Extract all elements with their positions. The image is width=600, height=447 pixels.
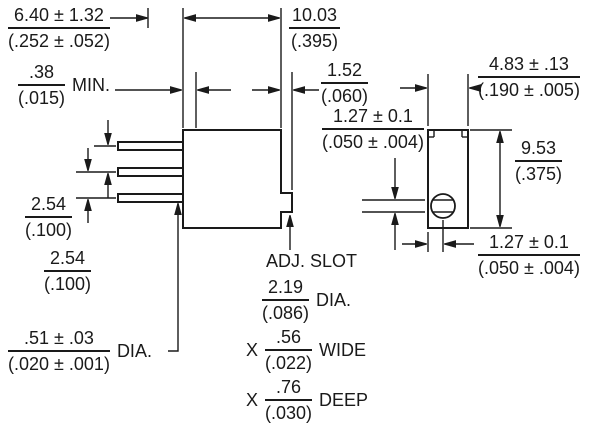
dim-inch: (.015) — [18, 88, 66, 109]
dim-mm: 2.54 — [25, 194, 73, 219]
dim-lines-body-width — [400, 74, 481, 126]
dim-slot-offset-front: 1.27 ± 0.1 (.050 ± .004) — [322, 106, 424, 152]
dim-inch: (.395) — [291, 31, 339, 52]
dim-pin-pitch-upper: 2.54 (.100) — [25, 194, 73, 241]
dim-slot-offset-side-value: 1.27 ± 0.1 (.050 ± .004) — [478, 232, 580, 278]
pin-middle — [117, 167, 184, 177]
dim-lines-slot-offset-front — [362, 158, 425, 250]
dia-label: DIA. — [316, 290, 352, 311]
dim-inch: (.100) — [44, 274, 92, 295]
pin-bottom — [117, 193, 184, 203]
dim-pin-pitch-lower-value: 2.54 (.100) — [44, 248, 92, 295]
dim-slot-depth: X .76 (.030) DEEP — [246, 377, 368, 423]
dim-mm: 1.27 ± 0.1 — [322, 106, 424, 131]
dim-tab-width: 1.52 (.060) — [321, 60, 369, 107]
dim-mm: .38 — [18, 62, 66, 87]
dim-slot-width: X .56 (.022) WIDE — [246, 327, 366, 373]
dia-label: DIA. — [116, 341, 152, 362]
dim-mm: 4.83 ± .13 — [478, 54, 580, 79]
dim-pin-pitch-lower: 2.54 (.100) — [44, 248, 92, 295]
dim-mm: 2.19 — [262, 277, 310, 302]
dim-inch: (.050 ± .004) — [478, 258, 580, 279]
dim-lines-body-length — [185, 8, 282, 128]
dim-body-length: 10.03 (.395) — [289, 5, 341, 52]
dim-inch: (.022) — [265, 353, 313, 374]
deep-label: DEEP — [319, 390, 369, 411]
dim-body-width: 4.83 ± .13 (.190 ± .005) — [478, 54, 580, 100]
dim-mm: .56 — [265, 327, 313, 352]
dim-inch: (.020 ± .001) — [8, 354, 110, 375]
dim-slot-diameter-value: 2.19 (.086) — [262, 277, 310, 324]
dim-inch: (.060) — [321, 86, 369, 107]
dim-pin-length-value: 6.40 ± 1.32 (.252 ± .052) — [8, 5, 110, 51]
pin-top — [117, 141, 184, 151]
dim-pin-pitch-upper-value: 2.54 (.100) — [25, 194, 73, 241]
end-view-corner-notches — [428, 130, 468, 138]
dim-inch: (.030) — [265, 403, 313, 424]
dim-body-height: 9.53 (.375) — [515, 138, 563, 185]
dim-slot-width-value: .56 (.022) — [265, 327, 313, 374]
dim-lines-pin-pitch-lower — [76, 148, 116, 223]
adjustment-screw — [430, 193, 456, 219]
dim-mm: .51 ± .03 — [8, 328, 110, 353]
dim-body-length-value: 10.03 (.395) — [289, 5, 341, 52]
dim-pin-diameter: .51 ± .03 (.020 ± .001) DIA. — [8, 328, 152, 374]
dim-inch: (.086) — [262, 303, 310, 324]
dim-inch: (.190 ± .005) — [478, 80, 580, 101]
wide-label: WIDE — [319, 340, 367, 361]
side-view — [117, 129, 293, 229]
dim-inch: (.100) — [25, 220, 73, 241]
dim-slot-offset-front-value: 1.27 ± 0.1 (.050 ± .004) — [322, 106, 424, 152]
dim-lines-tab-width — [252, 72, 319, 190]
dim-standoff: .38 (.015) MIN. — [18, 62, 110, 108]
dim-slot-offset-side: 1.27 ± 0.1 (.050 ± .004) — [478, 232, 580, 278]
dim-mm: 1.52 — [321, 60, 369, 85]
dim-mm: 1.27 ± 0.1 — [478, 232, 580, 257]
leader-pin-diameter — [168, 204, 178, 352]
dim-lines-slot-offset-side — [402, 220, 474, 252]
min-label: MIN. — [72, 75, 111, 96]
dim-pin-length: 6.40 ± 1.32 (.252 ± .052) — [8, 5, 110, 51]
dim-mm: .76 — [265, 377, 313, 402]
dim-lines-pin-length — [110, 8, 184, 128]
dim-inch: (.375) — [515, 164, 563, 185]
dim-standoff-value: .38 (.015) — [18, 62, 66, 109]
dim-pin-diameter-value: .51 ± .03 (.020 ± .001) — [8, 328, 110, 374]
end-view — [427, 129, 469, 229]
dim-tab-width-value: 1.52 (.060) — [321, 60, 369, 107]
dim-mm: 6.40 ± 1.32 — [8, 5, 110, 30]
dim-mm: 10.03 — [289, 5, 341, 30]
dim-lines-body-height — [470, 129, 512, 229]
dim-slot-depth-value: .76 (.030) — [265, 377, 313, 424]
dim-lines-pin-pitch-upper — [76, 120, 116, 198]
dim-mm: 2.54 — [44, 248, 92, 273]
adj-slot-callout: ADJ. SLOT — [266, 251, 357, 271]
adj-slot-label: ADJ. SLOT — [266, 251, 358, 271]
side-view-body — [182, 129, 293, 229]
dim-mm: 9.53 — [515, 138, 563, 163]
screw-slot-lines — [433, 199, 453, 213]
x-prefix: X — [246, 390, 259, 411]
dim-inch: (.252 ± .052) — [8, 31, 110, 52]
x-prefix: X — [246, 340, 259, 361]
dim-lines-standoff — [115, 72, 231, 128]
dimension-lines — [76, 8, 512, 352]
dim-body-height-value: 9.53 (.375) — [515, 138, 563, 185]
dim-slot-diameter: 2.19 (.086) DIA. — [262, 277, 351, 323]
dim-body-width-value: 4.83 ± .13 (.190 ± .005) — [478, 54, 580, 100]
dim-inch: (.050 ± .004) — [322, 132, 424, 153]
